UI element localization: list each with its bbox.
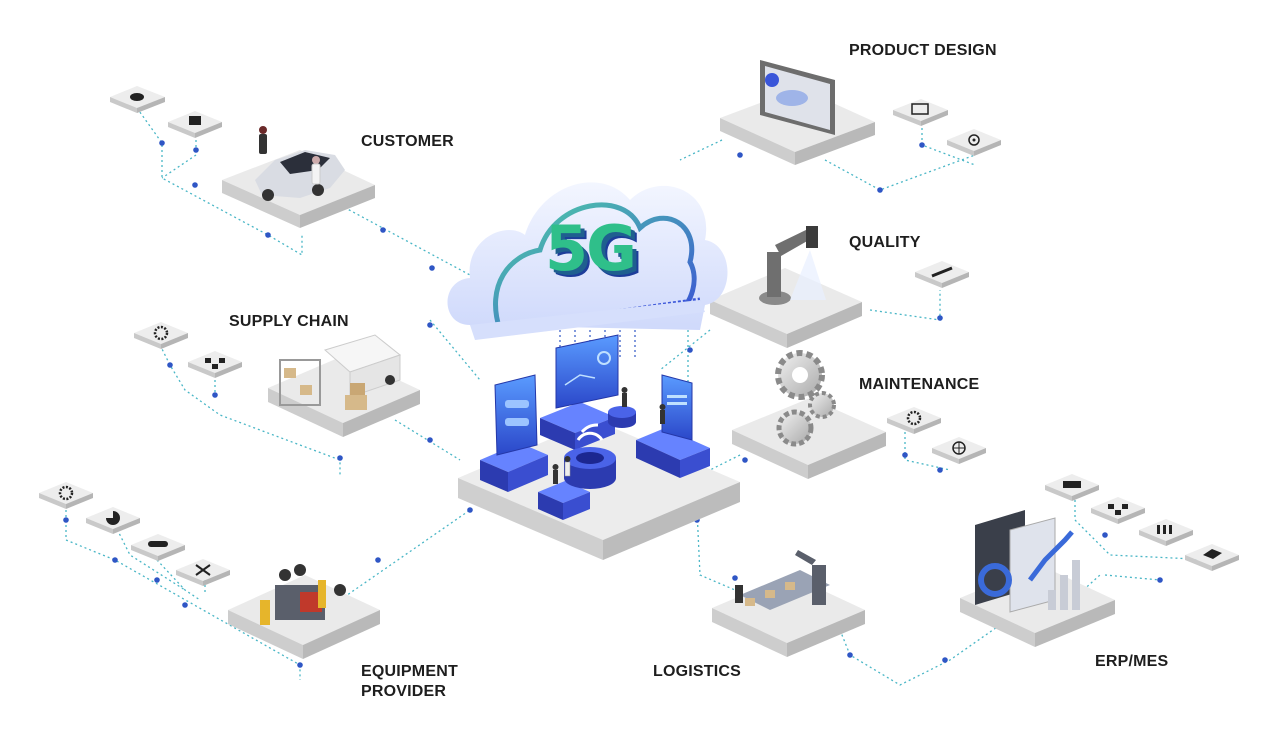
wheel-icon: [932, 437, 986, 464]
label-customer: CUSTOMER: [361, 133, 454, 150]
wireless-cylinder: [564, 423, 616, 489]
supply-chain-platform: [268, 334, 420, 437]
maintenance-icon-tiles: [887, 407, 986, 464]
tools-icon: [176, 559, 230, 586]
network-icon: [1091, 497, 1145, 524]
gear-icon: [134, 322, 188, 349]
tag-icon: [1185, 544, 1239, 571]
screen-panel-right: [661, 374, 693, 441]
equipment-provider-platform: [228, 564, 380, 659]
shelf-illustration: [279, 359, 321, 406]
car-icon: [131, 534, 185, 561]
quality-icon-tiles: [915, 261, 969, 288]
product-design-platform: [720, 60, 875, 165]
screen-panel-center: [555, 334, 619, 409]
label-erp-mes: ERP/MES: [1095, 653, 1169, 670]
car-illustration: [255, 150, 345, 201]
conveyor-illustration: [735, 550, 830, 610]
connector-dots: [63, 140, 1163, 668]
boxes-illustration: [345, 383, 367, 410]
hub-people: [552, 387, 666, 484]
customer-icon-tiles: [110, 86, 222, 138]
label-quality: QUALITY: [849, 234, 921, 251]
factory-icon: [1139, 519, 1193, 546]
equipment-provider-icon-tiles: [39, 482, 230, 586]
quality-platform: [710, 226, 862, 348]
central-hub-platform: [458, 310, 740, 560]
product-design-icon-tiles: [893, 99, 1001, 156]
truck-icon: [1045, 474, 1099, 501]
design-monitor-illustration: [760, 60, 835, 135]
monitor-icon: [893, 99, 948, 126]
server-block-right: [636, 428, 710, 478]
5g-cloud: [447, 182, 728, 340]
label-supply-chain: SUPPLY CHAIN: [229, 313, 349, 330]
label-equipment-provider: EQUIPMENT PROVIDER: [361, 663, 458, 700]
gear-icon: [887, 407, 941, 434]
logistics-platform: [712, 550, 865, 657]
shopping-bag-icon: [168, 111, 222, 138]
supply-chain-icon-tiles: [134, 322, 242, 378]
person-figure: [259, 126, 321, 185]
wrench-icon: [915, 261, 969, 288]
target-icon: [947, 129, 1001, 156]
small-cylinder: [608, 406, 636, 428]
maintenance-platform: [732, 350, 886, 479]
erp-mes-platform: [960, 510, 1115, 647]
label-logistics: LOGISTICS: [653, 663, 742, 680]
machine-illustration: [260, 564, 346, 625]
screen-panel-left: [494, 374, 538, 456]
dashboard-illustration: [975, 510, 1080, 613]
pie-chart-icon: [86, 507, 140, 534]
gears-illustration: [775, 350, 836, 447]
customer-platform: [222, 126, 375, 228]
server-block-left: [480, 443, 548, 492]
network-icon: [188, 351, 242, 378]
eye-icon: [110, 86, 165, 113]
erp-mes-icon-tiles: [1045, 474, 1239, 571]
label-maintenance: MAINTENANCE: [859, 376, 980, 393]
gear-icon: [39, 482, 93, 509]
robot-arm-illustration: [759, 226, 826, 305]
cloud-5g-label: 5G: [545, 212, 637, 285]
label-product-design: PRODUCT DESIGN: [849, 42, 997, 59]
